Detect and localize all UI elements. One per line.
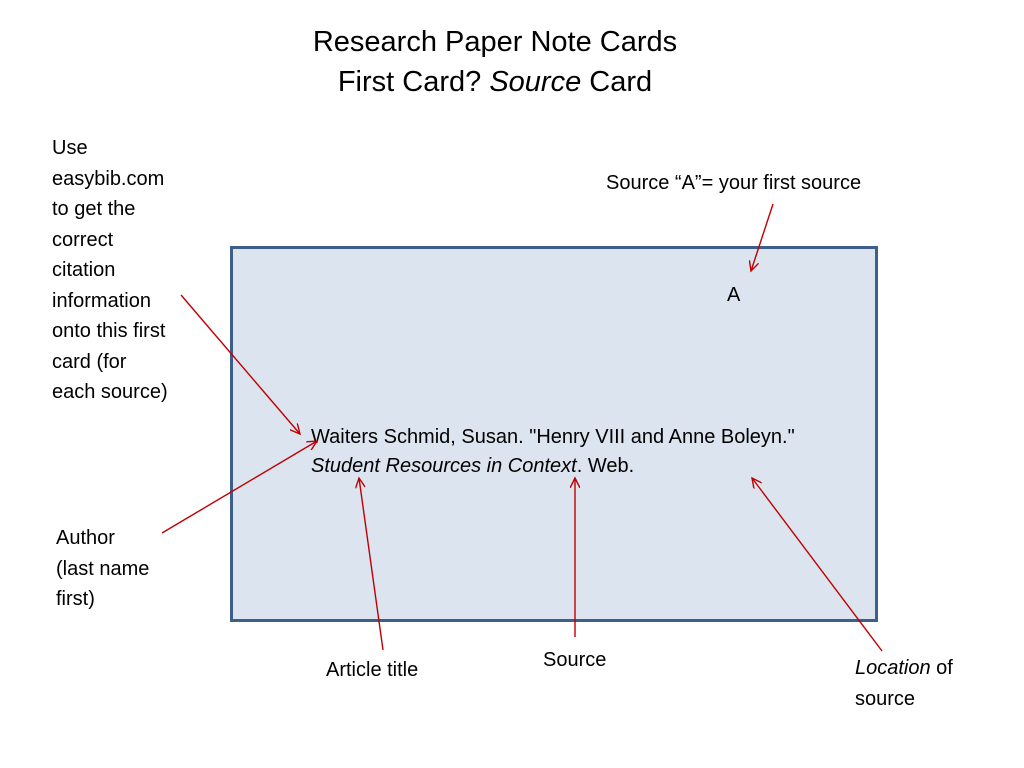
author-note-line: Author bbox=[56, 527, 115, 549]
easybib-note: Use easybib.com to get the correct citat… bbox=[52, 133, 168, 408]
easybib-note-line: onto this first bbox=[52, 320, 166, 342]
easybib-note-line: easybib.com bbox=[52, 167, 165, 190]
title-line-2-end: Card bbox=[581, 66, 653, 98]
easybib-note-line: citation bbox=[52, 259, 116, 281]
slide-title: Research Paper Note Cards First Card? So… bbox=[0, 22, 990, 102]
card-source-letter: A bbox=[727, 284, 741, 306]
title-line-2: First Card? Source Card bbox=[0, 62, 990, 102]
author-note-line: first) bbox=[56, 588, 95, 610]
title-line-2-italic: Source bbox=[489, 66, 582, 98]
location-note-italic: Location bbox=[855, 657, 931, 679]
source-letter-note: Source “A”= your first source bbox=[606, 172, 862, 194]
easybib-note-line: Use bbox=[52, 137, 88, 159]
location-note: Location of source bbox=[855, 653, 953, 714]
citation-main: Waiters Schmid, Susan. "Henry VIII and A… bbox=[311, 426, 795, 448]
author-note: Author (last name first) bbox=[56, 523, 149, 615]
easybib-note-line: information bbox=[52, 289, 151, 312]
easybib-note-line: correct bbox=[52, 228, 114, 251]
citation-end: . Web. bbox=[576, 455, 635, 477]
easybib-note-line: each source) bbox=[52, 381, 168, 403]
source-note: Source bbox=[543, 649, 607, 671]
location-note-of: of bbox=[930, 657, 953, 679]
easybib-note-line: to get the bbox=[52, 198, 136, 220]
author-note-line: (last name bbox=[56, 557, 150, 580]
title-line-1: Research Paper Note Cards bbox=[312, 26, 678, 58]
citation-text: Waiters Schmid, Susan. "Henry VIII and A… bbox=[311, 423, 831, 481]
article-title-note: Article title bbox=[326, 659, 419, 681]
title-line-2-start: First Card? bbox=[337, 66, 490, 98]
location-note-line-1: Location of bbox=[855, 653, 953, 684]
citation-source-italic: Student Resources in Context bbox=[311, 455, 577, 477]
location-note-line-2: source bbox=[855, 687, 916, 710]
easybib-note-line: card (for bbox=[52, 350, 127, 373]
